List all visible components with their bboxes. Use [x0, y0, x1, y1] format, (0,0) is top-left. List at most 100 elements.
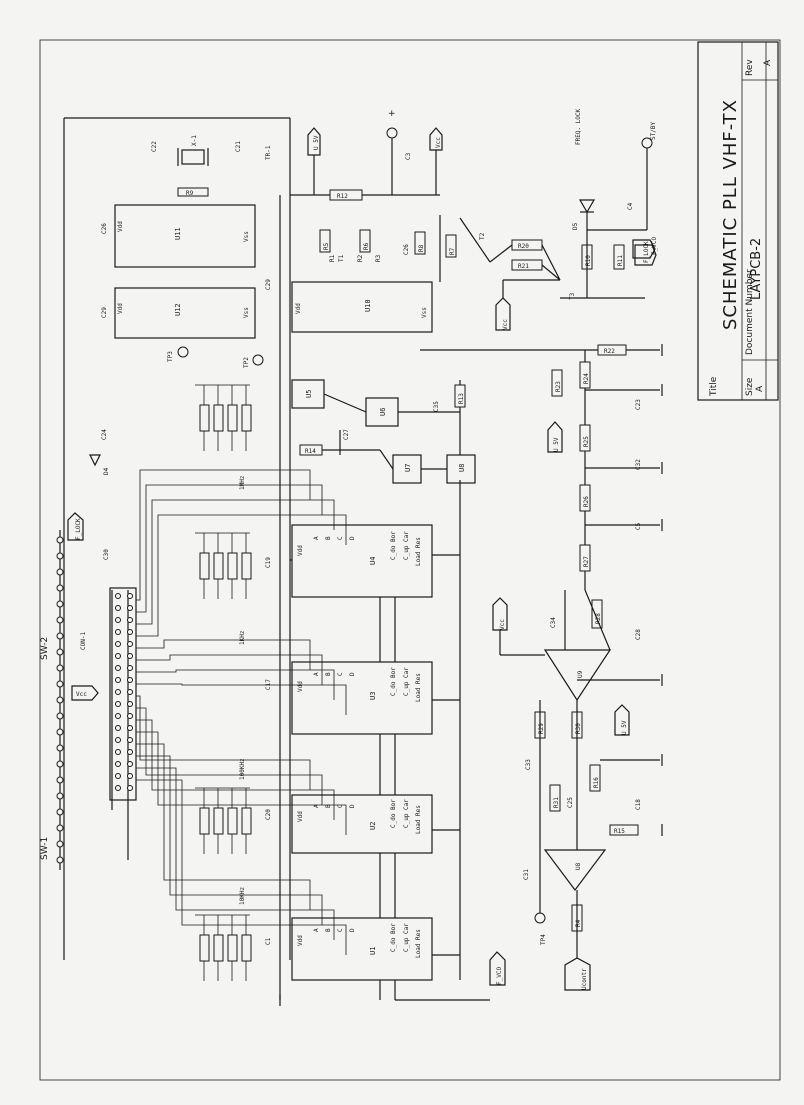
svg-text:A: A [313, 672, 320, 676]
ucontr-port: Ucontr [581, 968, 588, 990]
ic-u11: U11 Vdd Vss [114, 204, 256, 268]
switch-terminal [56, 600, 64, 608]
svg-text:C_up Car: C_up Car [403, 667, 410, 696]
svg-text:C35: C35 [433, 401, 440, 412]
svg-text:B: B [325, 536, 332, 540]
array-resistor [227, 552, 238, 580]
connector-pin [115, 653, 121, 659]
connector-pin [115, 665, 121, 671]
svg-text:R11: R11 [617, 255, 624, 266]
svg-text:TR-1: TR-1 [265, 145, 272, 160]
svg-text:C_do Bor: C_do Bor [390, 923, 397, 952]
connector-pin [127, 785, 133, 791]
switch-terminal [56, 664, 64, 672]
svg-text:Vcc: Vcc [502, 319, 509, 330]
svg-text:D: D [349, 536, 356, 540]
svg-text:A: A [313, 928, 320, 932]
switch-terminal [56, 632, 64, 640]
array-resistor [241, 807, 252, 835]
svg-text:C18: C18 [635, 799, 642, 810]
svg-text:C17: C17 [265, 679, 272, 690]
tp2-label: TP2 [243, 357, 250, 368]
svg-text:U8: U8 [458, 464, 466, 472]
svg-text:C28: C28 [635, 629, 642, 640]
tp4-label: TP4 [540, 934, 547, 945]
svg-text:C31: C31 [523, 869, 530, 880]
u12-label: U12 [174, 303, 182, 316]
switch-terminal [56, 824, 64, 832]
connector-pin [127, 749, 133, 755]
svg-text:U7: U7 [404, 464, 412, 472]
array-resistor [213, 552, 224, 580]
svg-text:T1: T1 [338, 254, 345, 262]
svg-text:Vdd: Vdd [297, 681, 304, 692]
sw2-label: SW-2 [40, 637, 50, 660]
svg-text:C26: C26 [403, 244, 410, 255]
svg-text:R25: R25 [583, 436, 590, 447]
svg-text:C26: C26 [101, 223, 108, 234]
svg-text:A: A [313, 536, 320, 540]
svg-text:Vdd: Vdd [117, 221, 124, 232]
svg-text:C: C [337, 536, 344, 540]
switch-terminal [56, 568, 64, 576]
svg-text:Vcc: Vcc [435, 137, 442, 148]
ic-u4: U4 Vdd A B C D C_do Bor C_up Car Load Re… [291, 524, 433, 598]
switch-terminal [56, 744, 64, 752]
svg-text:R26: R26 [583, 496, 590, 507]
svg-text:Vss: Vss [243, 307, 250, 318]
switch-terminal [56, 856, 64, 864]
svg-text:Vdd: Vdd [117, 303, 124, 314]
svg-text:C: C [337, 804, 344, 808]
svg-text:R6: R6 [363, 242, 370, 250]
svg-text:Load Res: Load Res [415, 537, 422, 566]
switch-terminal [56, 808, 64, 816]
switch-terminal [56, 552, 64, 560]
svg-text:R5: R5 [323, 242, 330, 250]
svg-text:R9: R9 [186, 190, 194, 197]
svg-text:R31: R31 [553, 797, 560, 808]
freq-lock-label: FREQ. LOCK [575, 108, 582, 145]
range-100khz: 100KHz [239, 758, 246, 780]
array-resistor [227, 404, 238, 432]
svg-text:U6: U6 [379, 408, 387, 416]
connector-block [109, 587, 137, 801]
connector-pin [115, 701, 121, 707]
connector-pin [115, 677, 121, 683]
ic-u1: U1 Vdd A B C D C_do Bor C_up Car Load Re… [291, 917, 433, 981]
svg-text:C3: C3 [405, 152, 412, 160]
switch-terminal [56, 616, 64, 624]
u11-label: U11 [174, 227, 182, 240]
left-components: F_LOCK C30 Vcc C24 D4 C26 C29 C22 C21 C1… [67, 141, 658, 945]
resistor-arrays [195, 384, 252, 981]
connector-pin [115, 713, 121, 719]
switch-terminal [56, 712, 64, 720]
svg-text:R7: R7 [449, 247, 456, 255]
svg-text:C5: C5 [635, 522, 642, 530]
svg-text:R10: R10 [585, 255, 592, 266]
switch-terminal [56, 840, 64, 848]
connector-pin [127, 761, 133, 767]
svg-text:Vss: Vss [421, 307, 428, 318]
range-10khz: 10KHz [239, 887, 246, 905]
tp3-label: TP3 [167, 351, 174, 362]
transistor-cluster: R5 R6 R8 R7 T2 T3 T1 R20 R21 Vcc [319, 215, 576, 331]
title-block: Title SCHEMATIC PLL VHF-TX Size A Docume… [697, 41, 779, 401]
svg-text:C19: C19 [265, 557, 272, 568]
svg-text:D4: D4 [103, 467, 110, 475]
connector-pin [127, 713, 133, 719]
svg-text:R8: R8 [418, 244, 425, 252]
svg-text:Vdd: Vdd [297, 545, 304, 556]
svg-text:R30: R30 [575, 723, 582, 734]
svg-text:R29: R29 [538, 723, 545, 734]
svg-text:C1: C1 [265, 937, 272, 945]
connector-pin [127, 773, 133, 779]
svg-text:R15: R15 [614, 828, 625, 835]
svg-text:C_do Bor: C_do Bor [390, 667, 397, 696]
svg-text:Load Res: Load Res [415, 673, 422, 702]
vcc-port-left: Vcc [76, 691, 87, 698]
svg-text:Load Res: Load Res [415, 805, 422, 834]
connector-pin [115, 629, 121, 635]
f-vco-ports: F_VCO [489, 239, 656, 986]
title-text: SCHEMATIC PLL VHF-TX [720, 99, 741, 330]
